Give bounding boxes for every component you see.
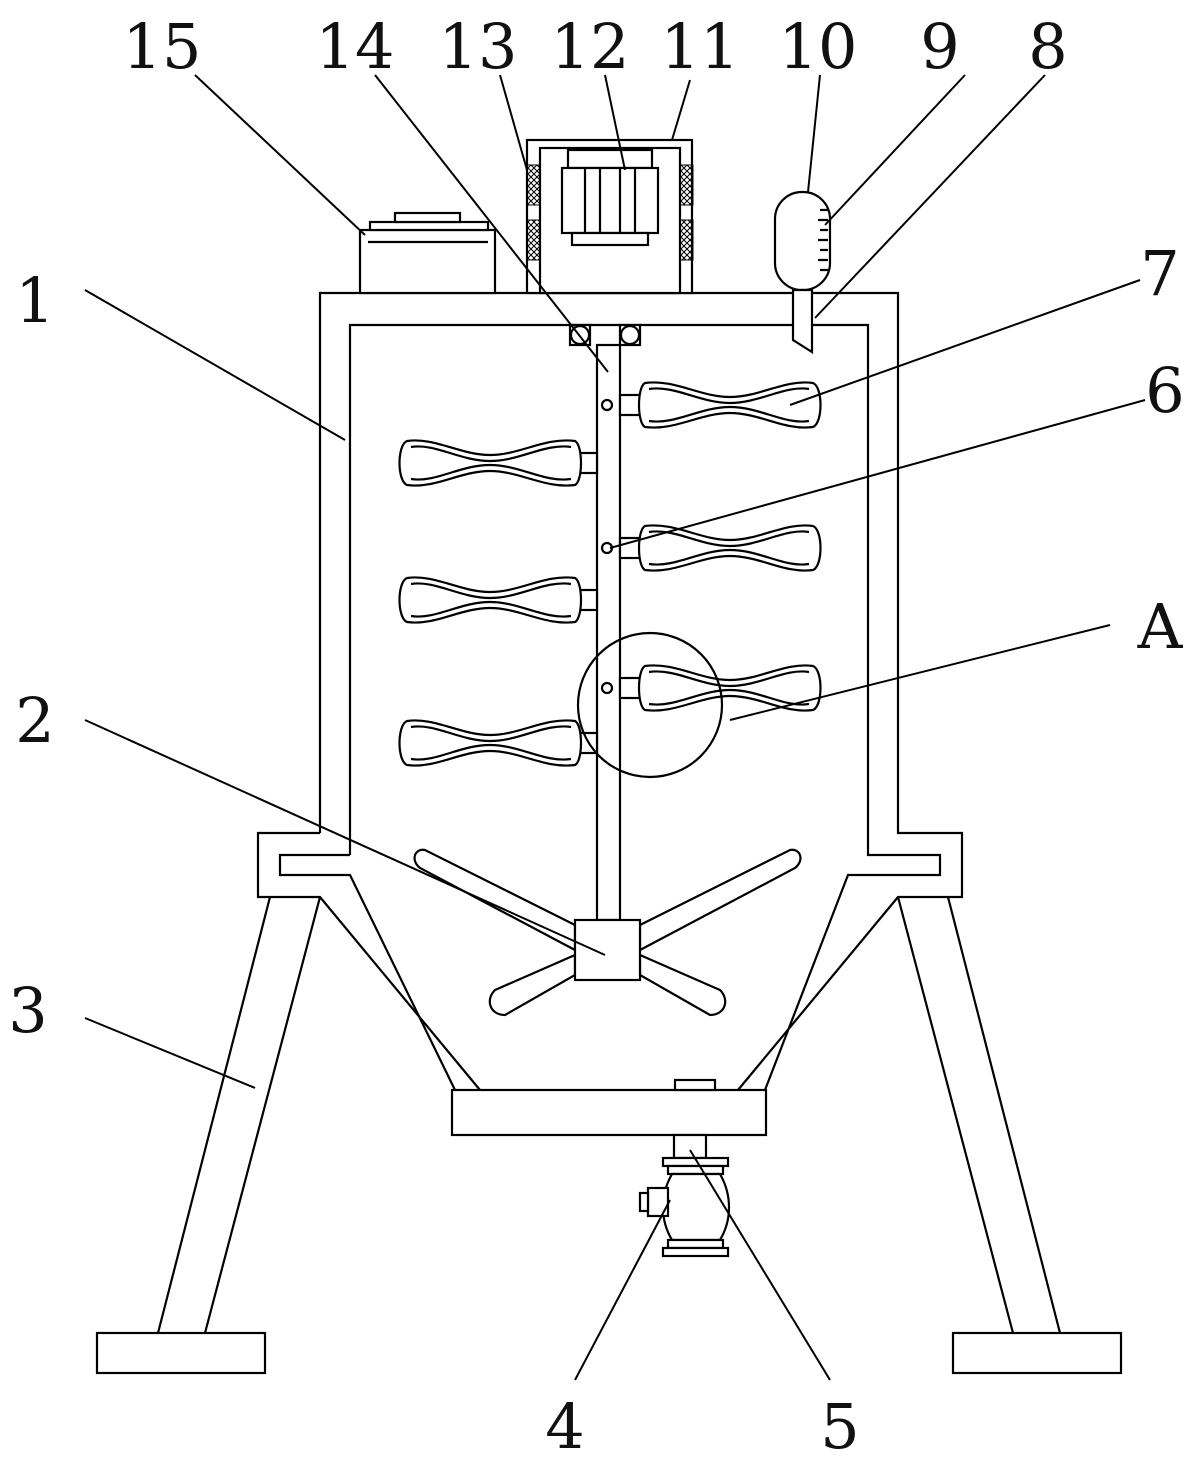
label-8: 8: [1028, 10, 1067, 83]
stirring-shaft: [597, 345, 620, 920]
label-5: 5: [820, 1390, 859, 1463]
label-13: 13: [439, 10, 518, 83]
discharge-base-plate: [452, 1090, 766, 1135]
label-12: 12: [551, 10, 630, 83]
label-6: 6: [1145, 354, 1184, 427]
label-1: 1: [15, 264, 54, 337]
label-3: 3: [8, 974, 47, 1047]
label-11: 11: [661, 10, 740, 83]
bearings: [570, 325, 640, 345]
label-a: A: [1137, 590, 1184, 663]
label-14: 14: [316, 10, 395, 83]
label-7: 7: [1140, 237, 1179, 310]
discharge-valve: [640, 1135, 729, 1256]
support-leg-left: [97, 897, 320, 1373]
label-9: 9: [920, 10, 959, 83]
label-2: 2: [15, 684, 54, 757]
paddles-right: [602, 382, 821, 710]
thermometer: [775, 192, 830, 352]
feed-box: [360, 213, 495, 293]
label-10: 10: [779, 10, 858, 83]
paddles-left: [400, 440, 598, 765]
motor: [562, 150, 658, 245]
label-15: 15: [123, 10, 202, 83]
outlet-seat: [675, 1080, 715, 1090]
label-4: 4: [545, 1390, 584, 1463]
support-leg-right: [898, 897, 1121, 1373]
